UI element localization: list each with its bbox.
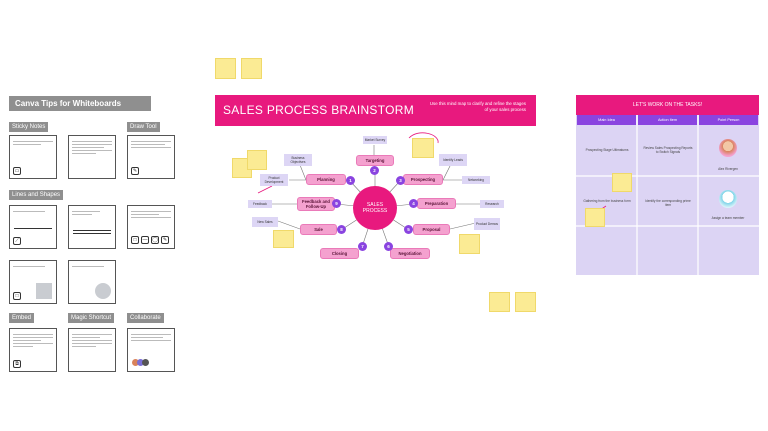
tip-card[interactable]: ✎: [127, 135, 175, 179]
tip-card[interactable]: □: [9, 260, 57, 304]
section-embed: Embed: [9, 313, 35, 323]
section-magic-shortcut: Magic Shortcut: [68, 313, 115, 323]
section-lines-and-shapes: Lines and Shapes: [9, 190, 64, 200]
line-icon: ⟋: [13, 237, 21, 245]
tip-card[interactable]: □—◯✎: [127, 205, 175, 249]
row1-action[interactable]: Review Sales Prospecting Reports to Swit…: [643, 146, 693, 154]
stage-number: 6: [384, 242, 393, 251]
sticky-note[interactable]: [247, 150, 267, 170]
row1-person[interactable]: Alex Rivergen: [718, 167, 738, 171]
row2-person[interactable]: Assign a team member: [711, 216, 745, 220]
sticky-note[interactable]: [215, 58, 236, 79]
sticky-note[interactable]: [459, 234, 480, 254]
note-product-demos[interactable]: Product Demos: [474, 218, 500, 230]
note-feedback[interactable]: Feedback: [248, 200, 272, 208]
shape-icon: ◯: [151, 236, 159, 244]
stage-number: 1: [346, 176, 355, 185]
stage-proposal[interactable]: Proposal: [413, 224, 450, 235]
column-action-item: Action Item: [638, 115, 697, 125]
avatar: [142, 359, 149, 366]
tip-card[interactable]: ⧉: [9, 328, 57, 372]
stage-feedback-follow-up[interactable]: Feedback and Follow-Up: [297, 197, 335, 211]
sticky-note[interactable]: [612, 173, 632, 192]
note-market-survey[interactable]: Market Survey: [363, 136, 387, 144]
stage-number: 9: [332, 199, 341, 208]
stage-number: 5: [404, 225, 413, 234]
pen-icon: ✎: [131, 167, 139, 175]
tip-card[interactable]: ⟋: [9, 205, 57, 249]
note-business-objectives[interactable]: Business Objectives: [284, 154, 312, 166]
stage-sale[interactable]: Sale: [300, 224, 337, 235]
shape-icon: —: [141, 236, 149, 244]
tip-card[interactable]: ▭: [9, 135, 57, 179]
sticky-note[interactable]: [515, 292, 536, 312]
sticky-note-icon: ▭: [13, 167, 21, 175]
avatar: [137, 359, 144, 366]
column-main-idea: Main Idea: [577, 115, 636, 125]
stage-planning[interactable]: Planning: [306, 174, 346, 185]
sticky-note[interactable]: [412, 138, 434, 158]
avatar: [719, 139, 737, 157]
note-identify-leads[interactable]: Identify Leads: [439, 154, 467, 166]
section-draw-tool: Draw Tool: [127, 122, 160, 132]
tips-title: Canva Tips for Whiteboards: [9, 96, 151, 111]
stage-number: 4: [409, 199, 418, 208]
stage-closing[interactable]: Closing: [320, 248, 359, 259]
column-point-person: Point Person: [699, 115, 758, 125]
square-icon: □: [13, 292, 21, 300]
stage-number: 2: [370, 166, 379, 175]
note-networking[interactable]: Networking: [462, 176, 490, 184]
note-new-sales[interactable]: New Sales: [252, 217, 278, 227]
sticky-note[interactable]: [585, 208, 605, 227]
tip-card[interactable]: [68, 205, 116, 249]
shape-icon: □: [131, 236, 139, 244]
tip-card[interactable]: [68, 135, 116, 179]
sticky-note[interactable]: [273, 230, 294, 248]
avatar: [132, 359, 139, 366]
tip-card[interactable]: [127, 328, 175, 372]
section-collaborate: Collaborate: [127, 313, 164, 323]
row2-action[interactable]: Identify the corresponding prime item: [645, 199, 691, 207]
row2-idea[interactable]: Gathering from the business form: [583, 199, 631, 203]
stage-number: 8: [337, 225, 346, 234]
sticky-note[interactable]: [241, 58, 262, 79]
shape-icon: ✎: [161, 236, 169, 244]
mindmap-center[interactable]: SALES PROCESS: [353, 186, 397, 230]
stage-preparation[interactable]: Preparation: [417, 198, 456, 209]
taskboard-title: LET'S WORK ON THE TASKS!: [576, 95, 759, 115]
section-sticky-notes: Sticky Notes: [9, 122, 49, 132]
embed-icon: ⧉: [13, 360, 21, 368]
stage-number: 7: [358, 242, 367, 251]
note-research[interactable]: Research: [480, 200, 504, 208]
avatar: [719, 190, 737, 208]
mindmap-title: SALES PROCESS BRAINSTORM: [223, 103, 415, 117]
row1-idea[interactable]: Prospecting Stage Ultimatums: [585, 148, 629, 152]
tip-card[interactable]: [68, 328, 116, 372]
stage-targeting[interactable]: Targeting: [356, 155, 394, 166]
stage-negotiation[interactable]: Negotiation: [390, 248, 430, 259]
stage-number: 3: [396, 176, 405, 185]
note-product-development[interactable]: Product Development: [260, 174, 288, 186]
tip-card[interactable]: [68, 260, 116, 304]
mindmap-header: SALES PROCESS BRAINSTORM Use this mind m…: [215, 95, 536, 126]
stage-prospecting[interactable]: Prospecting: [403, 174, 443, 185]
sticky-note[interactable]: [489, 292, 510, 312]
mindmap-subtitle: Use this mind map to clarify and refine …: [429, 101, 526, 112]
